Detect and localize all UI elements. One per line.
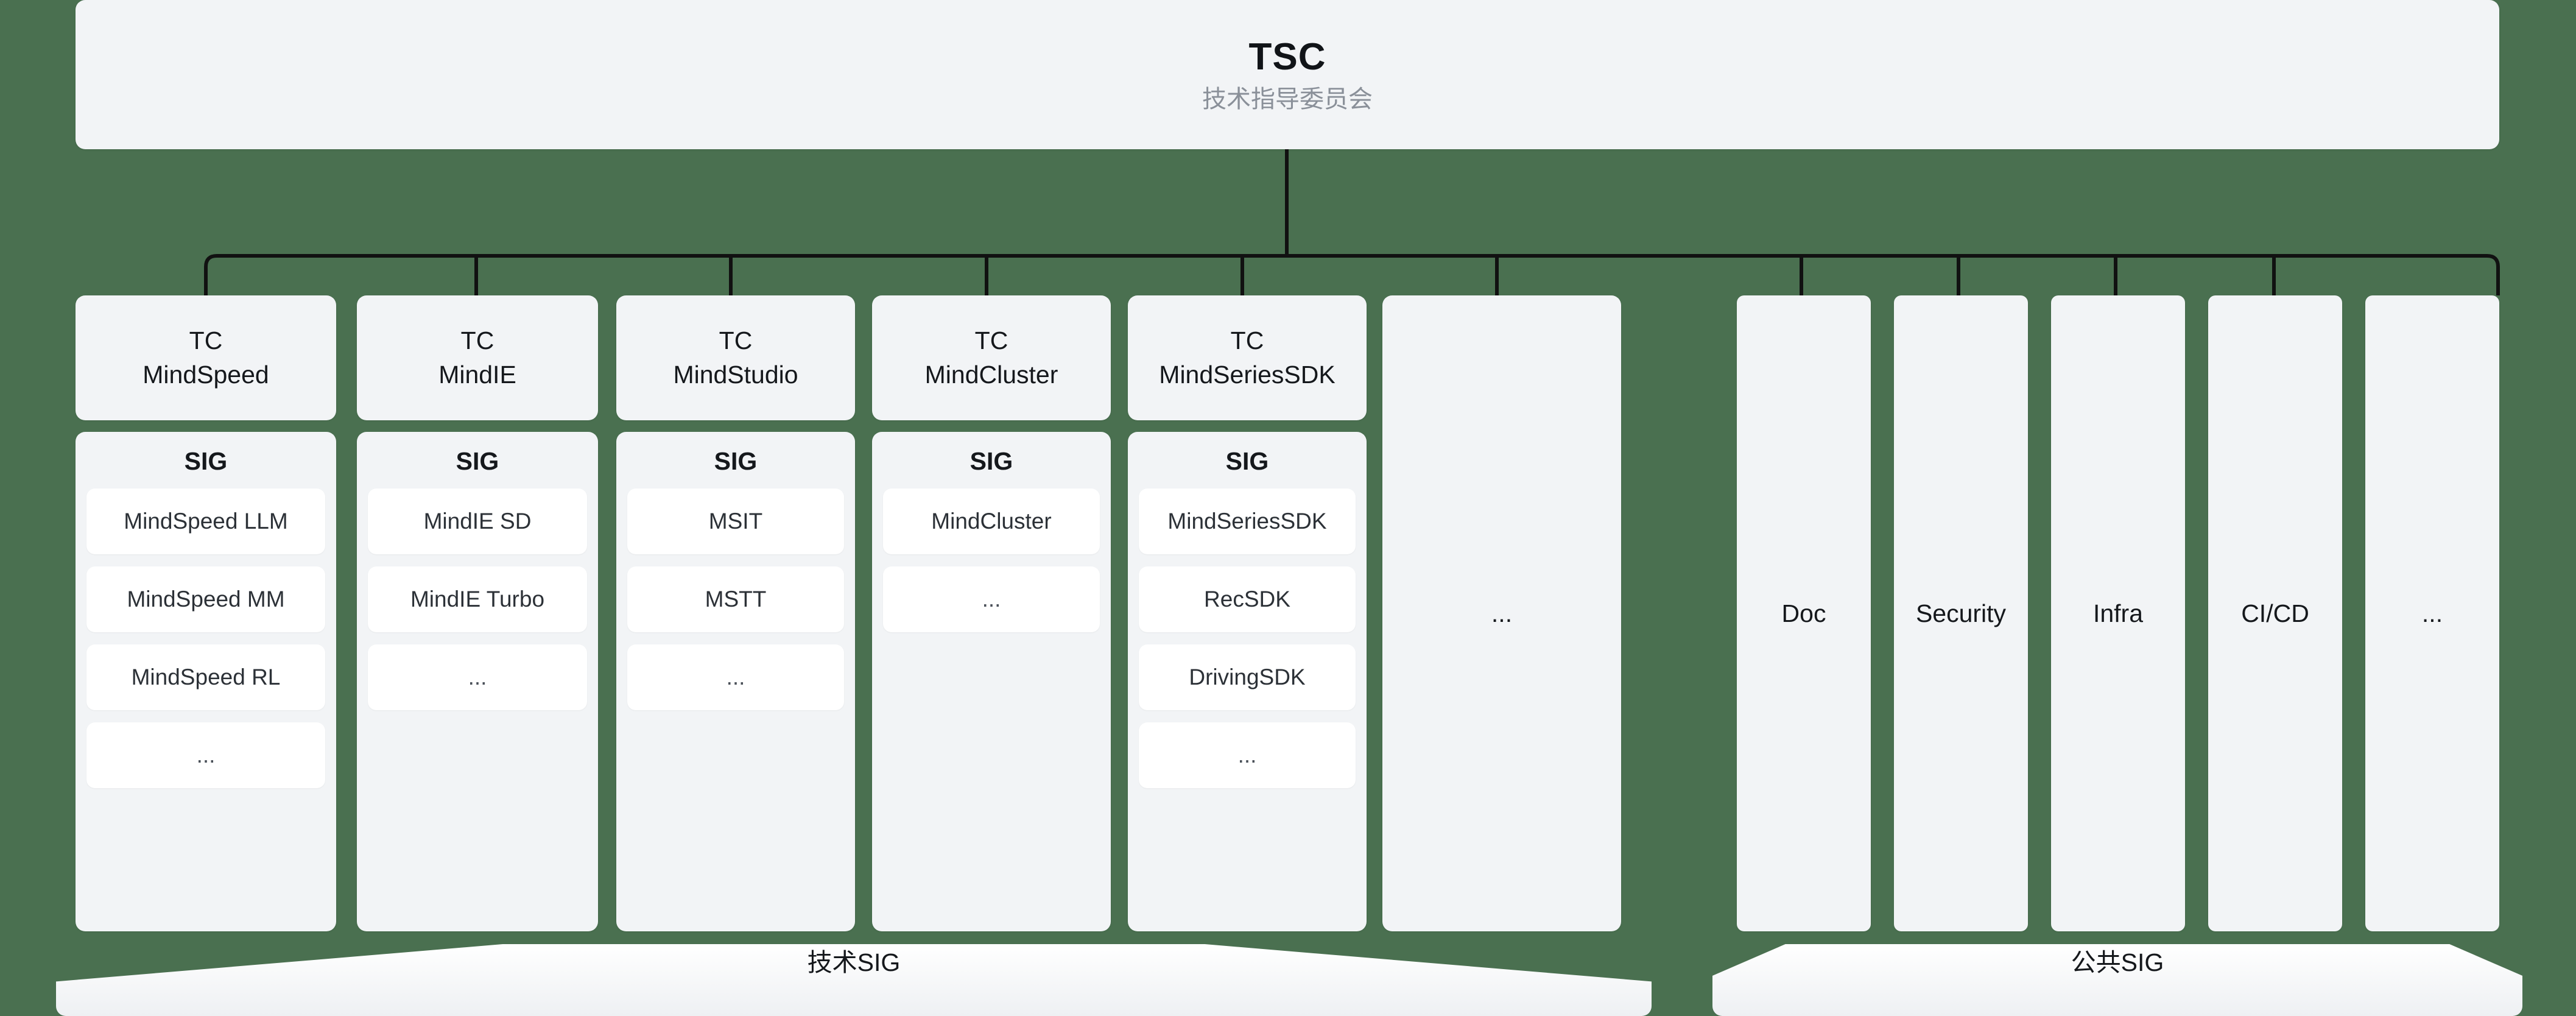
sig-item[interactable]: MindSeriesSDK (1139, 489, 1356, 555)
sig-item[interactable]: MindCluster (883, 489, 1100, 555)
sig-heading: SIG (970, 447, 1013, 475)
sig-item[interactable]: MindSpeed RL (86, 644, 325, 711)
sig-heading: SIG (456, 447, 499, 475)
public-sig-column-infra: Infra (2051, 295, 2185, 931)
public-sig-card-cicd[interactable]: CI/CD (2208, 295, 2342, 931)
sig-item-more[interactable]: ... (1139, 722, 1356, 789)
public-sig-banner-label: 公共SIG (2071, 948, 2164, 976)
tc-card-mindstudio[interactable]: TC MindStudio (616, 295, 855, 420)
sig-item[interactable]: MindIE Turbo (368, 566, 587, 633)
tc-card-mindie[interactable]: TC MindIE (357, 295, 598, 420)
sig-heading: SIG (714, 447, 758, 475)
tc-column-mindcluster: TC MindCluster SIG MindCluster ... (872, 295, 1111, 931)
public-sig-card-doc[interactable]: Doc (1737, 295, 1871, 931)
sig-card-mindseriessdk: SIG MindSeriesSDK RecSDK DrivingSDK ... (1128, 432, 1367, 931)
sig-item-more[interactable]: ... (368, 644, 587, 711)
public-sig-column-doc: Doc (1737, 295, 1871, 931)
tc-prefix: TC (974, 326, 1008, 355)
sig-item[interactable]: MSIT (627, 489, 844, 555)
sig-card-mindstudio: SIG MSIT MSTT ... (616, 432, 855, 931)
tc-column-placeholder: ... (1382, 295, 1621, 931)
tc-prefix: TC (460, 326, 494, 355)
tc-name: MindIE (438, 360, 516, 389)
tc-card-mindseriessdk[interactable]: TC MindSeriesSDK (1128, 295, 1367, 420)
public-sig-column-cicd: CI/CD (2208, 295, 2342, 931)
sig-heading: SIG (1225, 447, 1269, 475)
tc-name: MindSeriesSDK (1159, 360, 1336, 389)
tc-column-mindstudio: TC MindStudio SIG MSIT MSTT ... (616, 295, 855, 931)
sig-item[interactable]: MSTT (627, 566, 844, 633)
public-sig-column-security: Security (1894, 295, 2028, 931)
sig-heading: SIG (184, 447, 228, 475)
tc-column-mindspeed: TC MindSpeed SIG MindSpeed LLM MindSpeed… (76, 295, 336, 931)
public-sig-banner: 公共SIG (1712, 944, 2522, 1016)
public-sig-card-more[interactable]: ... (2365, 295, 2499, 931)
tc-card-mindcluster[interactable]: TC MindCluster (872, 295, 1111, 420)
tech-sig-banner: 技术SIG (56, 944, 1652, 1016)
tc-prefix: TC (719, 326, 753, 355)
tc-name: MindCluster (924, 360, 1058, 389)
sig-item-list: MindIE SD MindIE Turbo ... (357, 489, 598, 711)
sig-item-list: MindCluster ... (872, 489, 1111, 633)
tc-card-mindspeed[interactable]: TC MindSpeed (76, 295, 336, 420)
sig-item-more[interactable]: ... (883, 566, 1100, 633)
public-sig-column-more: ... (2365, 295, 2499, 931)
sig-item[interactable]: RecSDK (1139, 566, 1356, 633)
tc-prefix: TC (189, 326, 223, 355)
public-sig-card-infra[interactable]: Infra (2051, 295, 2185, 931)
public-sig-card-security[interactable]: Security (1894, 295, 2028, 931)
sig-item-list: MindSeriesSDK RecSDK DrivingSDK ... (1128, 489, 1367, 789)
sig-item[interactable]: MindSpeed LLM (86, 489, 325, 555)
sig-card-mindie: SIG MindIE SD MindIE Turbo ... (357, 432, 598, 931)
tc-name: MindSpeed (143, 360, 269, 389)
sig-item[interactable]: MindSpeed MM (86, 566, 325, 633)
tc-column-mindseriessdk: TC MindSeriesSDK SIG MindSeriesSDK RecSD… (1128, 295, 1367, 931)
tc-column-mindie: TC MindIE SIG MindIE SD MindIE Turbo ... (357, 295, 598, 931)
tsc-node[interactable]: TSC 技术指导委员会 (76, 0, 2499, 149)
tc-name: MindStudio (673, 360, 798, 389)
sig-item-more[interactable]: ... (627, 644, 844, 711)
sig-card-mindspeed: SIG MindSpeed LLM MindSpeed MM MindSpeed… (76, 432, 336, 931)
tech-sig-banner-label: 技术SIG (807, 948, 901, 976)
sig-item[interactable]: DrivingSDK (1139, 644, 1356, 711)
public-sig-banner-shape (1712, 944, 2522, 1016)
tsc-subtitle: 技术指导委员会 (1202, 86, 1373, 113)
sig-item-list: MSIT MSTT ... (616, 489, 855, 711)
tsc-title: TSC (1248, 35, 1326, 78)
sig-item[interactable]: MindIE SD (368, 489, 587, 555)
sig-card-mindcluster: SIG MindCluster ... (872, 432, 1111, 931)
tc-prefix: TC (1230, 326, 1264, 355)
sig-item-list: MindSpeed LLM MindSpeed MM MindSpeed RL … (76, 489, 336, 789)
tc-card-placeholder[interactable]: ... (1382, 295, 1621, 931)
sig-item-more[interactable]: ... (86, 722, 325, 789)
